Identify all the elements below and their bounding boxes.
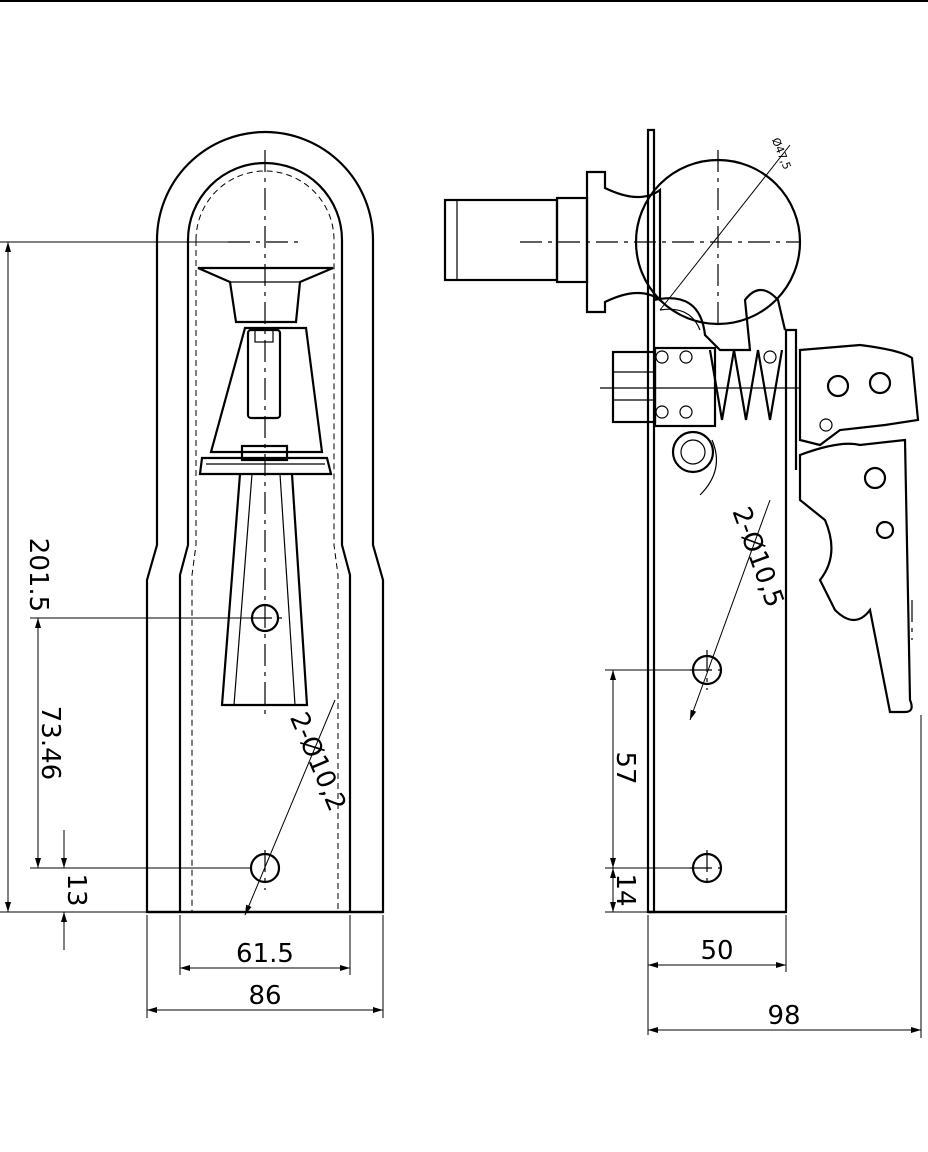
front-shank (220, 473, 309, 707)
side-shank-stub (443, 198, 559, 282)
dim-total-height: 201.5 (23, 538, 53, 612)
front-view: 201.5 73.46 13 61.5 86 2-Ø10,2 (0, 130, 385, 1018)
side-pivot (671, 430, 715, 474)
front-outer-outline (145, 130, 385, 914)
dim-side-hole-spacing: 57 (610, 751, 640, 784)
side-plate (646, 128, 656, 914)
side-view: Ø47,5 2-Ø10,5 57 14 50 98 (443, 128, 922, 1038)
side-spring (708, 349, 784, 421)
dim-side-bottom-offset: 14 (610, 873, 640, 906)
dim-hole-spacing: 73.46 (35, 706, 65, 780)
dim-ball-diameter: Ø47,5 (769, 136, 793, 172)
dim-total-width: 98 (767, 1001, 800, 1031)
dim-bottom-offset: 13 (61, 873, 91, 906)
dim-base-width: 50 (700, 936, 733, 966)
front-wedge-body (209, 326, 324, 454)
dim-outer-width: 86 (248, 981, 281, 1011)
side-handle-lever (798, 343, 920, 447)
dim-inner-width: 61.5 (236, 939, 294, 969)
side-latch-hook (653, 288, 787, 352)
front-latch-block (246, 328, 282, 420)
